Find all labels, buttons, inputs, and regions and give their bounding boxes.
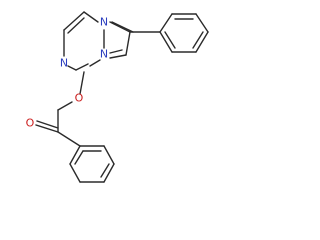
bond — [159, 31, 173, 53]
bond — [69, 163, 81, 183]
bond — [67, 65, 77, 71]
bond — [125, 31, 131, 56]
bond — [57, 131, 81, 147]
bond — [69, 145, 81, 165]
bond — [103, 145, 115, 165]
bond — [83, 11, 99, 23]
bond — [109, 54, 127, 59]
bond — [109, 21, 131, 33]
atom-o-ether: O — [75, 92, 84, 105]
bond — [63, 11, 85, 31]
bond — [109, 49, 123, 54]
atom-n-pyrimidine: N — [60, 57, 68, 70]
bond — [36, 120, 59, 129]
bond — [159, 13, 173, 33]
atom-o-carbonyl: O — [26, 117, 35, 130]
bond — [57, 101, 73, 111]
bonds — [35, 11, 209, 183]
atom-labels: N N N O O — [26, 16, 108, 130]
bond — [79, 71, 85, 95]
molecule-structure: N N N O O — [26, 11, 209, 183]
bond — [75, 63, 89, 71]
bond — [74, 150, 84, 165]
bond — [164, 31, 176, 49]
bond — [111, 21, 134, 33]
bond — [89, 59, 101, 67]
bond — [195, 13, 209, 33]
atom-n-imidazole: N — [100, 16, 108, 29]
bond — [35, 124, 59, 133]
bond — [195, 31, 209, 53]
molecule-canvas: N N N O O — [26, 11, 209, 183]
bond — [100, 163, 110, 178]
atom-n-bridgehead: N — [100, 48, 108, 61]
bond — [192, 31, 204, 49]
bond — [103, 163, 115, 183]
bond — [67, 17, 85, 34]
